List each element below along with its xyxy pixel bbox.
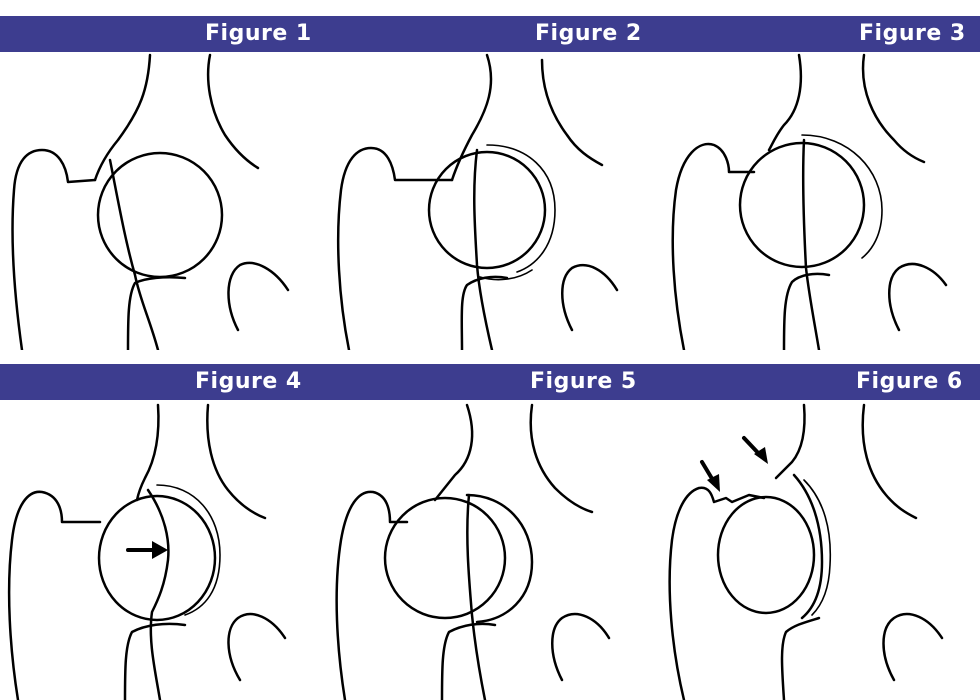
figure-panel-4: Figure 4 (0, 350, 327, 700)
figure-panel-3: Figure 3 (654, 0, 980, 350)
figure-header-bar: Figure 2 (327, 16, 654, 52)
figure-header-bar: Figure 1 (0, 16, 327, 52)
figure-title: Figure 2 (535, 16, 642, 52)
figure-header-bar: Figure 3 (654, 16, 980, 52)
figure-title: Figure 1 (205, 16, 312, 52)
figure-panel-5: Figure 5 (327, 350, 654, 700)
arrow-icon (152, 541, 168, 559)
hip-joint-drawing-2 (327, 0, 654, 350)
figure-title: Figure 6 (856, 364, 963, 400)
figure-panel-2: Figure 2 (327, 0, 654, 350)
hip-joint-drawing-3 (654, 0, 980, 350)
figure-header-bar: Figure 5 (327, 364, 654, 400)
hip-joint-drawing-4 (0, 350, 327, 700)
hip-joint-drawing-6 (654, 350, 980, 700)
figure-panel-6: Figure 6 (654, 350, 980, 700)
figure-header-bar: Figure 6 (654, 364, 980, 400)
hip-joint-drawing-1 (0, 0, 327, 350)
figure-title: Figure 4 (195, 364, 302, 400)
figure-header-bar: Figure 4 (0, 364, 327, 400)
figure-title: Figure 5 (530, 364, 637, 400)
figure-panel-1: Figure 1 (0, 0, 327, 350)
hip-joint-drawing-5 (327, 350, 654, 700)
figure-title: Figure 3 (859, 16, 966, 52)
